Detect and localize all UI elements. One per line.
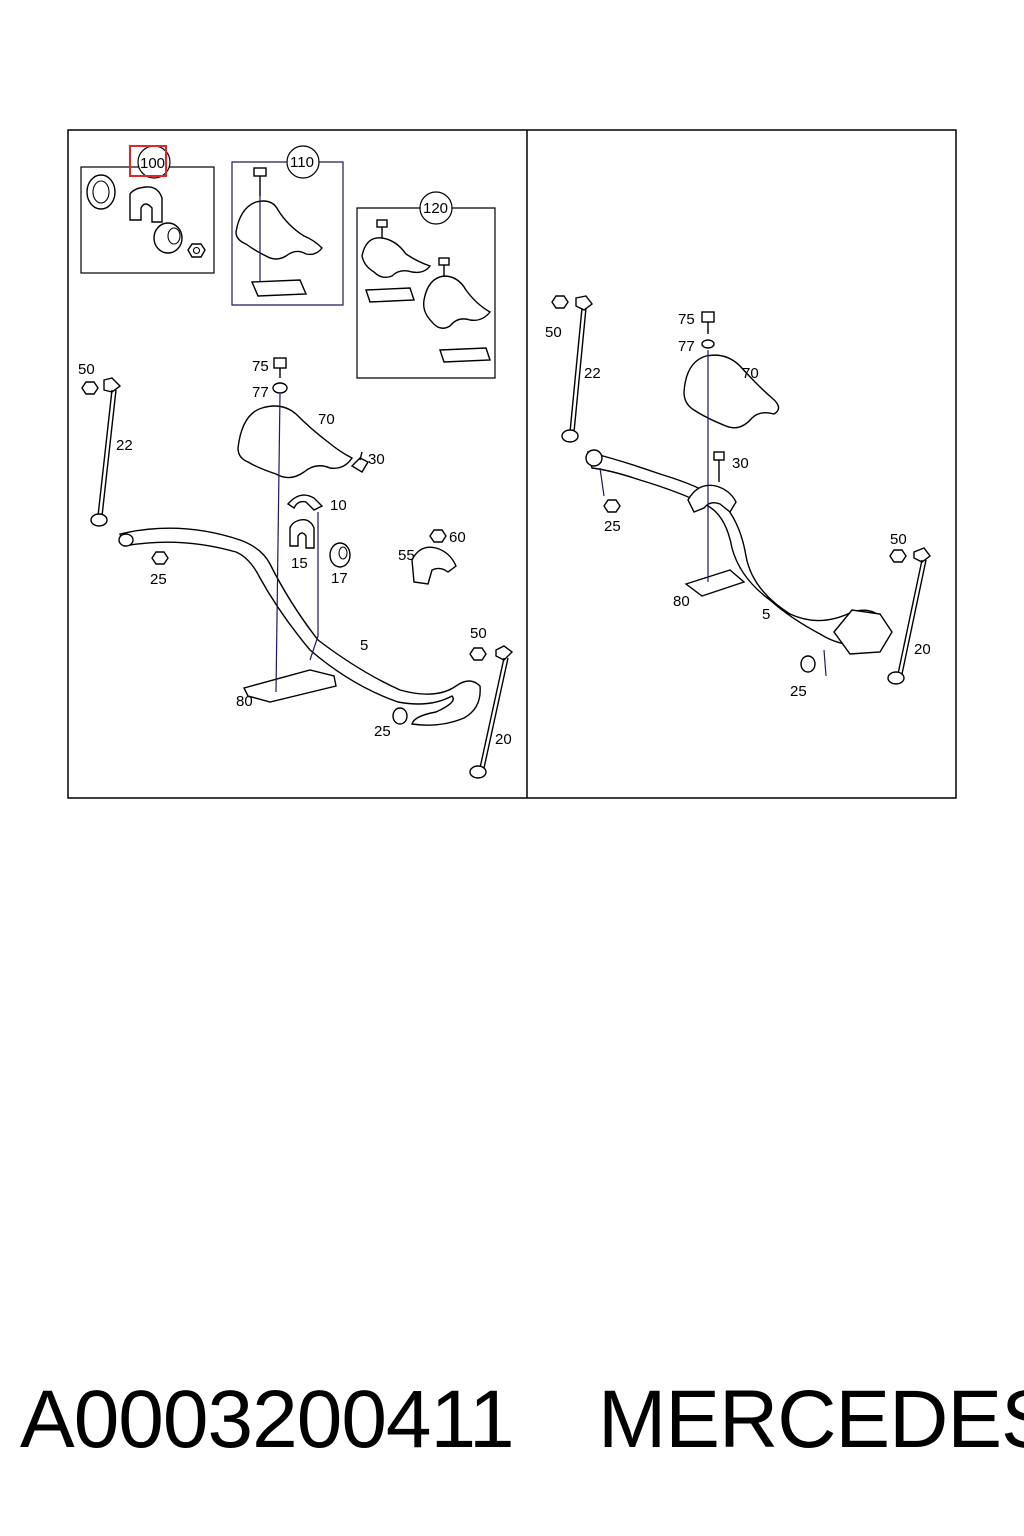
callout: 25 — [604, 518, 621, 535]
kit-110-box[interactable] — [231, 161, 344, 306]
callout: 50 — [545, 324, 562, 341]
callout: 25 — [790, 683, 807, 700]
callout: 10 — [330, 497, 347, 514]
kit-110-label: 110 — [290, 154, 314, 171]
callout: 25 — [150, 571, 167, 588]
kit-100-label: 100 — [140, 155, 165, 172]
kit-120-label: 120 — [423, 200, 448, 217]
kit-120-bubble[interactable]: 120 — [419, 191, 453, 225]
callout: 77 — [252, 384, 269, 401]
diagram-frame — [67, 129, 957, 799]
kit-120-box[interactable] — [356, 207, 496, 379]
callout: 60 — [449, 529, 466, 546]
callout: 50 — [470, 625, 487, 642]
brand-name: MERCEDES — [598, 1374, 1024, 1465]
left-assembly — [81, 357, 514, 779]
callout: 70 — [318, 411, 335, 428]
callout: 50 — [78, 361, 95, 378]
callout: 30 — [732, 455, 749, 472]
callout: 5 — [360, 637, 368, 654]
callout: 50 — [890, 531, 907, 548]
callout: 55 — [398, 547, 415, 564]
callout: 15 — [291, 555, 308, 572]
parts-diagram: 100 110 120 — [67, 129, 957, 799]
right-assembly — [551, 295, 931, 685]
callout: 75 — [678, 311, 695, 328]
kit-110-bubble[interactable]: 110 — [286, 145, 320, 179]
kit-100-bubble[interactable]: 100 — [129, 145, 171, 179]
callout: 5 — [762, 606, 770, 623]
callout: 75 — [252, 358, 269, 375]
callout: 22 — [584, 365, 601, 382]
callout: 22 — [116, 437, 133, 454]
callout: 17 — [331, 570, 348, 587]
callout: 20 — [914, 641, 931, 658]
callouts-right: 50 22 75 77 70 30 25 80 5 50 20 25 — [545, 311, 931, 700]
callouts-left: 50 22 25 75 77 70 30 10 15 17 60 55 5 50… — [78, 358, 512, 748]
callout: 70 — [742, 365, 759, 382]
callout: 80 — [236, 693, 253, 710]
callout: 77 — [678, 338, 695, 355]
callout: 25 — [374, 723, 391, 740]
callout: 20 — [495, 731, 512, 748]
caption: A0003200411 MERCEDES — [20, 1370, 1024, 1470]
callout: 80 — [673, 593, 690, 610]
part-number: A0003200411 — [20, 1374, 515, 1465]
kit-100-box[interactable] — [80, 166, 215, 274]
callout: 30 — [368, 451, 385, 468]
